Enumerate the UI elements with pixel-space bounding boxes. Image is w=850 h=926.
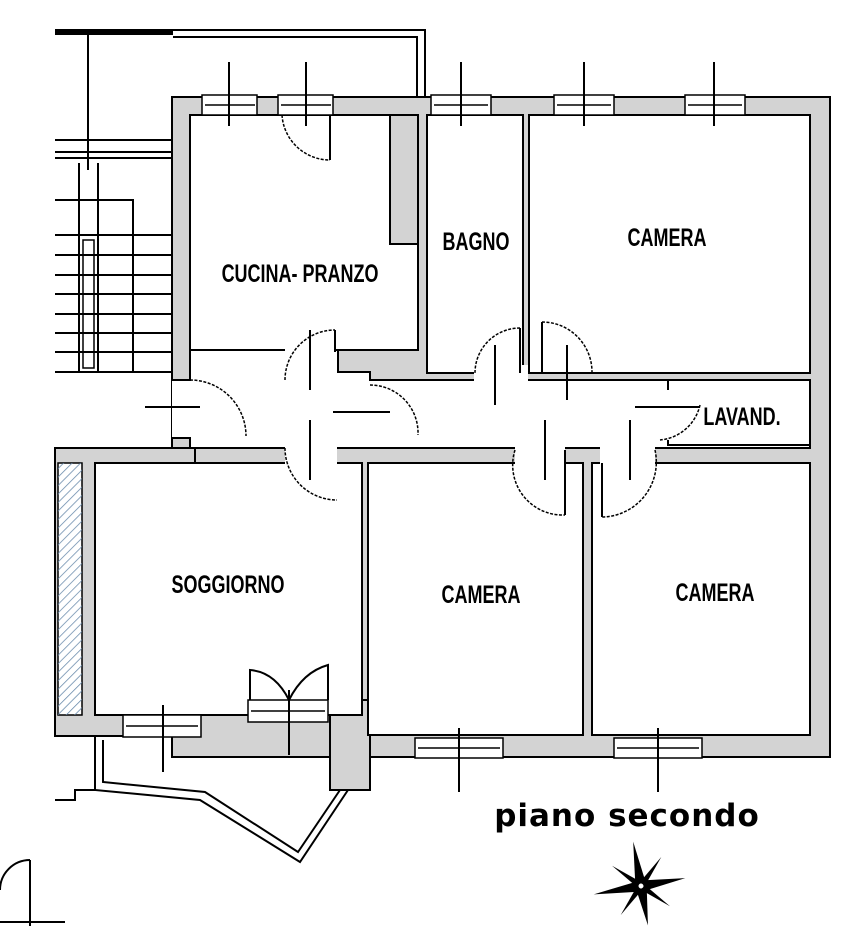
room-label-laundry: LAVAND. — [703, 402, 780, 431]
bedroom-right-room — [591, 462, 811, 736]
room-label-bathroom: BAGNO — [443, 227, 510, 256]
hatched-strip — [58, 463, 82, 715]
bedroom-mid-room — [367, 462, 584, 736]
staircase — [55, 139, 172, 373]
room-label-bedroom-mid: CAMERA — [442, 580, 521, 609]
top-balcony — [55, 29, 426, 170]
room-label-kitchen: CUCINA- PRANZO — [222, 259, 379, 288]
living-room — [94, 462, 363, 716]
bottom-balcony — [0, 736, 349, 926]
room-label-living: SOGGIORNO — [172, 570, 285, 599]
bedroom-top-room — [528, 114, 811, 374]
windows — [122, 62, 746, 792]
floor-title: piano secondo — [494, 798, 760, 834]
laundry-room — [667, 379, 811, 446]
compass-rose-icon — [593, 841, 686, 926]
doors — [145, 321, 701, 518]
room-label-bedroom-top: CAMERA — [628, 223, 707, 252]
room-label-bedroom-right: CAMERA — [676, 578, 755, 607]
kitchen-room — [189, 114, 419, 351]
